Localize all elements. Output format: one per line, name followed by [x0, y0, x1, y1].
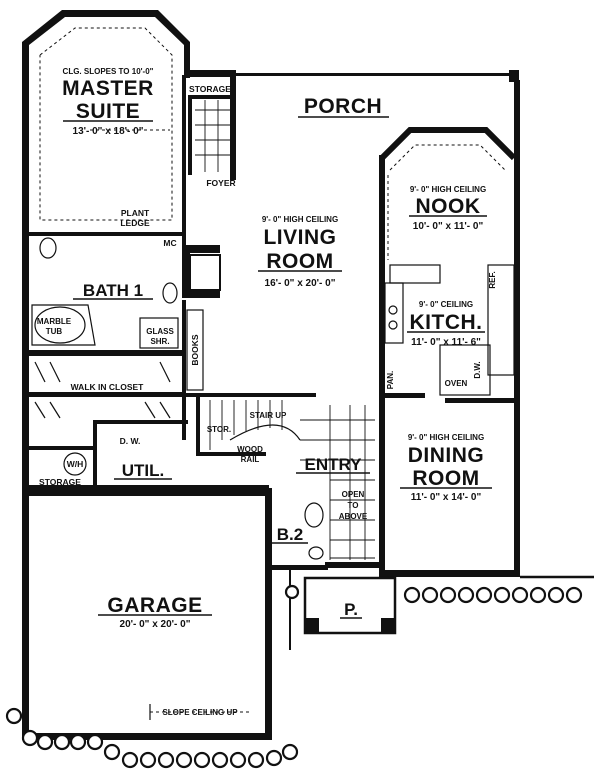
plant-ledge-line2: LEDGE [120, 218, 150, 228]
storage-top-label: STORAGE [189, 84, 231, 94]
ref-label: REF. [488, 271, 497, 288]
entry-label: ENTRY [305, 455, 363, 474]
dining-room-name-line1: DINING [408, 444, 485, 467]
garage-dims: 20'- 0" x 20'- 0" [120, 619, 191, 630]
bath2-label: B.2 [277, 525, 303, 544]
kitchen-ceiling-note: 9'- 0" CEILING [419, 300, 473, 309]
books-label: BOOKS [190, 334, 200, 366]
wood-rail-line2: RAIL [241, 455, 260, 464]
open-above-line3: ABOVE [339, 512, 368, 521]
master-suite-name-line2: SUITE [76, 100, 140, 123]
kitchen-name: KITCH. [410, 311, 483, 334]
master-suite-name-line1: MASTER [62, 77, 154, 100]
dining-ceiling-note: 9'- 0" HIGH CEILING [408, 433, 484, 442]
bath1-label: BATH 1 [83, 281, 143, 300]
master-ceiling-note: CLG. SLOPES TO 10'-0" [63, 67, 154, 76]
util-label: UTIL. [122, 461, 165, 480]
stair-label: STAIR UP [250, 411, 287, 420]
pantry-label: PAN. [386, 371, 395, 390]
mc-label: MC [163, 238, 176, 248]
glass-shr-line1: GLASS [146, 327, 174, 336]
nook-ceiling-note: 9'- 0" HIGH CEILING [410, 185, 486, 194]
kitchen-labels: 9'- 0" CEILING KITCH. 11'- 0" x 11'- 6" [410, 300, 483, 348]
label-underlines [63, 116, 492, 619]
open-above-line1: OPEN [342, 490, 365, 499]
interior-walls [29, 75, 520, 570]
exterior-walls [22, 10, 520, 740]
garage-name: GARAGE [107, 594, 202, 617]
dining-room-labels: 9'- 0" HIGH CEILING DINING ROOM 11'- 0" … [408, 433, 485, 503]
landscaping-shrubs [5, 575, 594, 769]
living-room-labels: 9'- 0" HIGH CEILING LIVING ROOM 16'- 0" … [262, 215, 338, 289]
front-porch-label: P. [344, 600, 358, 619]
porch-label: PORCH [304, 95, 382, 118]
plant-ledge-line1: PLANT [121, 208, 150, 218]
wh-label: W/H [67, 459, 84, 469]
util-dw-label: D. W. [120, 436, 141, 446]
oven-label: OVEN [445, 379, 468, 388]
open-above-line2: TO [348, 501, 359, 510]
kitchen-dims: 11'- 0" x 11'- 6" [411, 337, 481, 348]
wood-rail-line1: WOOD [237, 445, 263, 454]
living-room-dims: 16'- 0" x 20'- 0" [265, 278, 336, 289]
nook-labels: 9'- 0" HIGH CEILING NOOK 10'- 0" x 11'- … [410, 185, 486, 232]
master-suite-labels: CLG. SLOPES TO 10'-0" MASTER SUITE 13'- … [62, 67, 154, 137]
detail-lines [31, 27, 506, 720]
master-suite-dims: 13'- 0" x 18'- 0" [73, 126, 144, 137]
living-ceiling-note: 9'- 0" HIGH CEILING [262, 215, 338, 224]
dining-room-dims: 11'- 0" x 14'- 0" [411, 492, 482, 503]
living-room-name-line2: ROOM [266, 250, 333, 273]
storage-left-label: STORAGE [39, 477, 81, 487]
marble-tub-line2: TUB [46, 327, 63, 336]
walk-in-closet-label: WALK IN CLOSET [71, 382, 145, 392]
garage-labels: GARAGE 20'- 0" x 20'- 0" SLOPE CEILING U… [107, 594, 238, 717]
kitchen-dw-label: D.W. [473, 361, 482, 378]
garage-slope-note: SLOPE CEILING UP [162, 708, 238, 717]
nook-name: NOOK [416, 195, 481, 218]
stor-label: STOR. [207, 425, 231, 434]
marble-tub-line1: MARBLE [37, 317, 72, 326]
dining-room-name-line2: ROOM [412, 467, 479, 490]
foyer-label: FOYER [206, 178, 235, 188]
glass-shr-line2: SHR. [150, 337, 169, 346]
nook-dims: 10'- 0" x 11'- 0" [413, 221, 484, 232]
living-room-name-line1: LIVING [263, 226, 336, 249]
